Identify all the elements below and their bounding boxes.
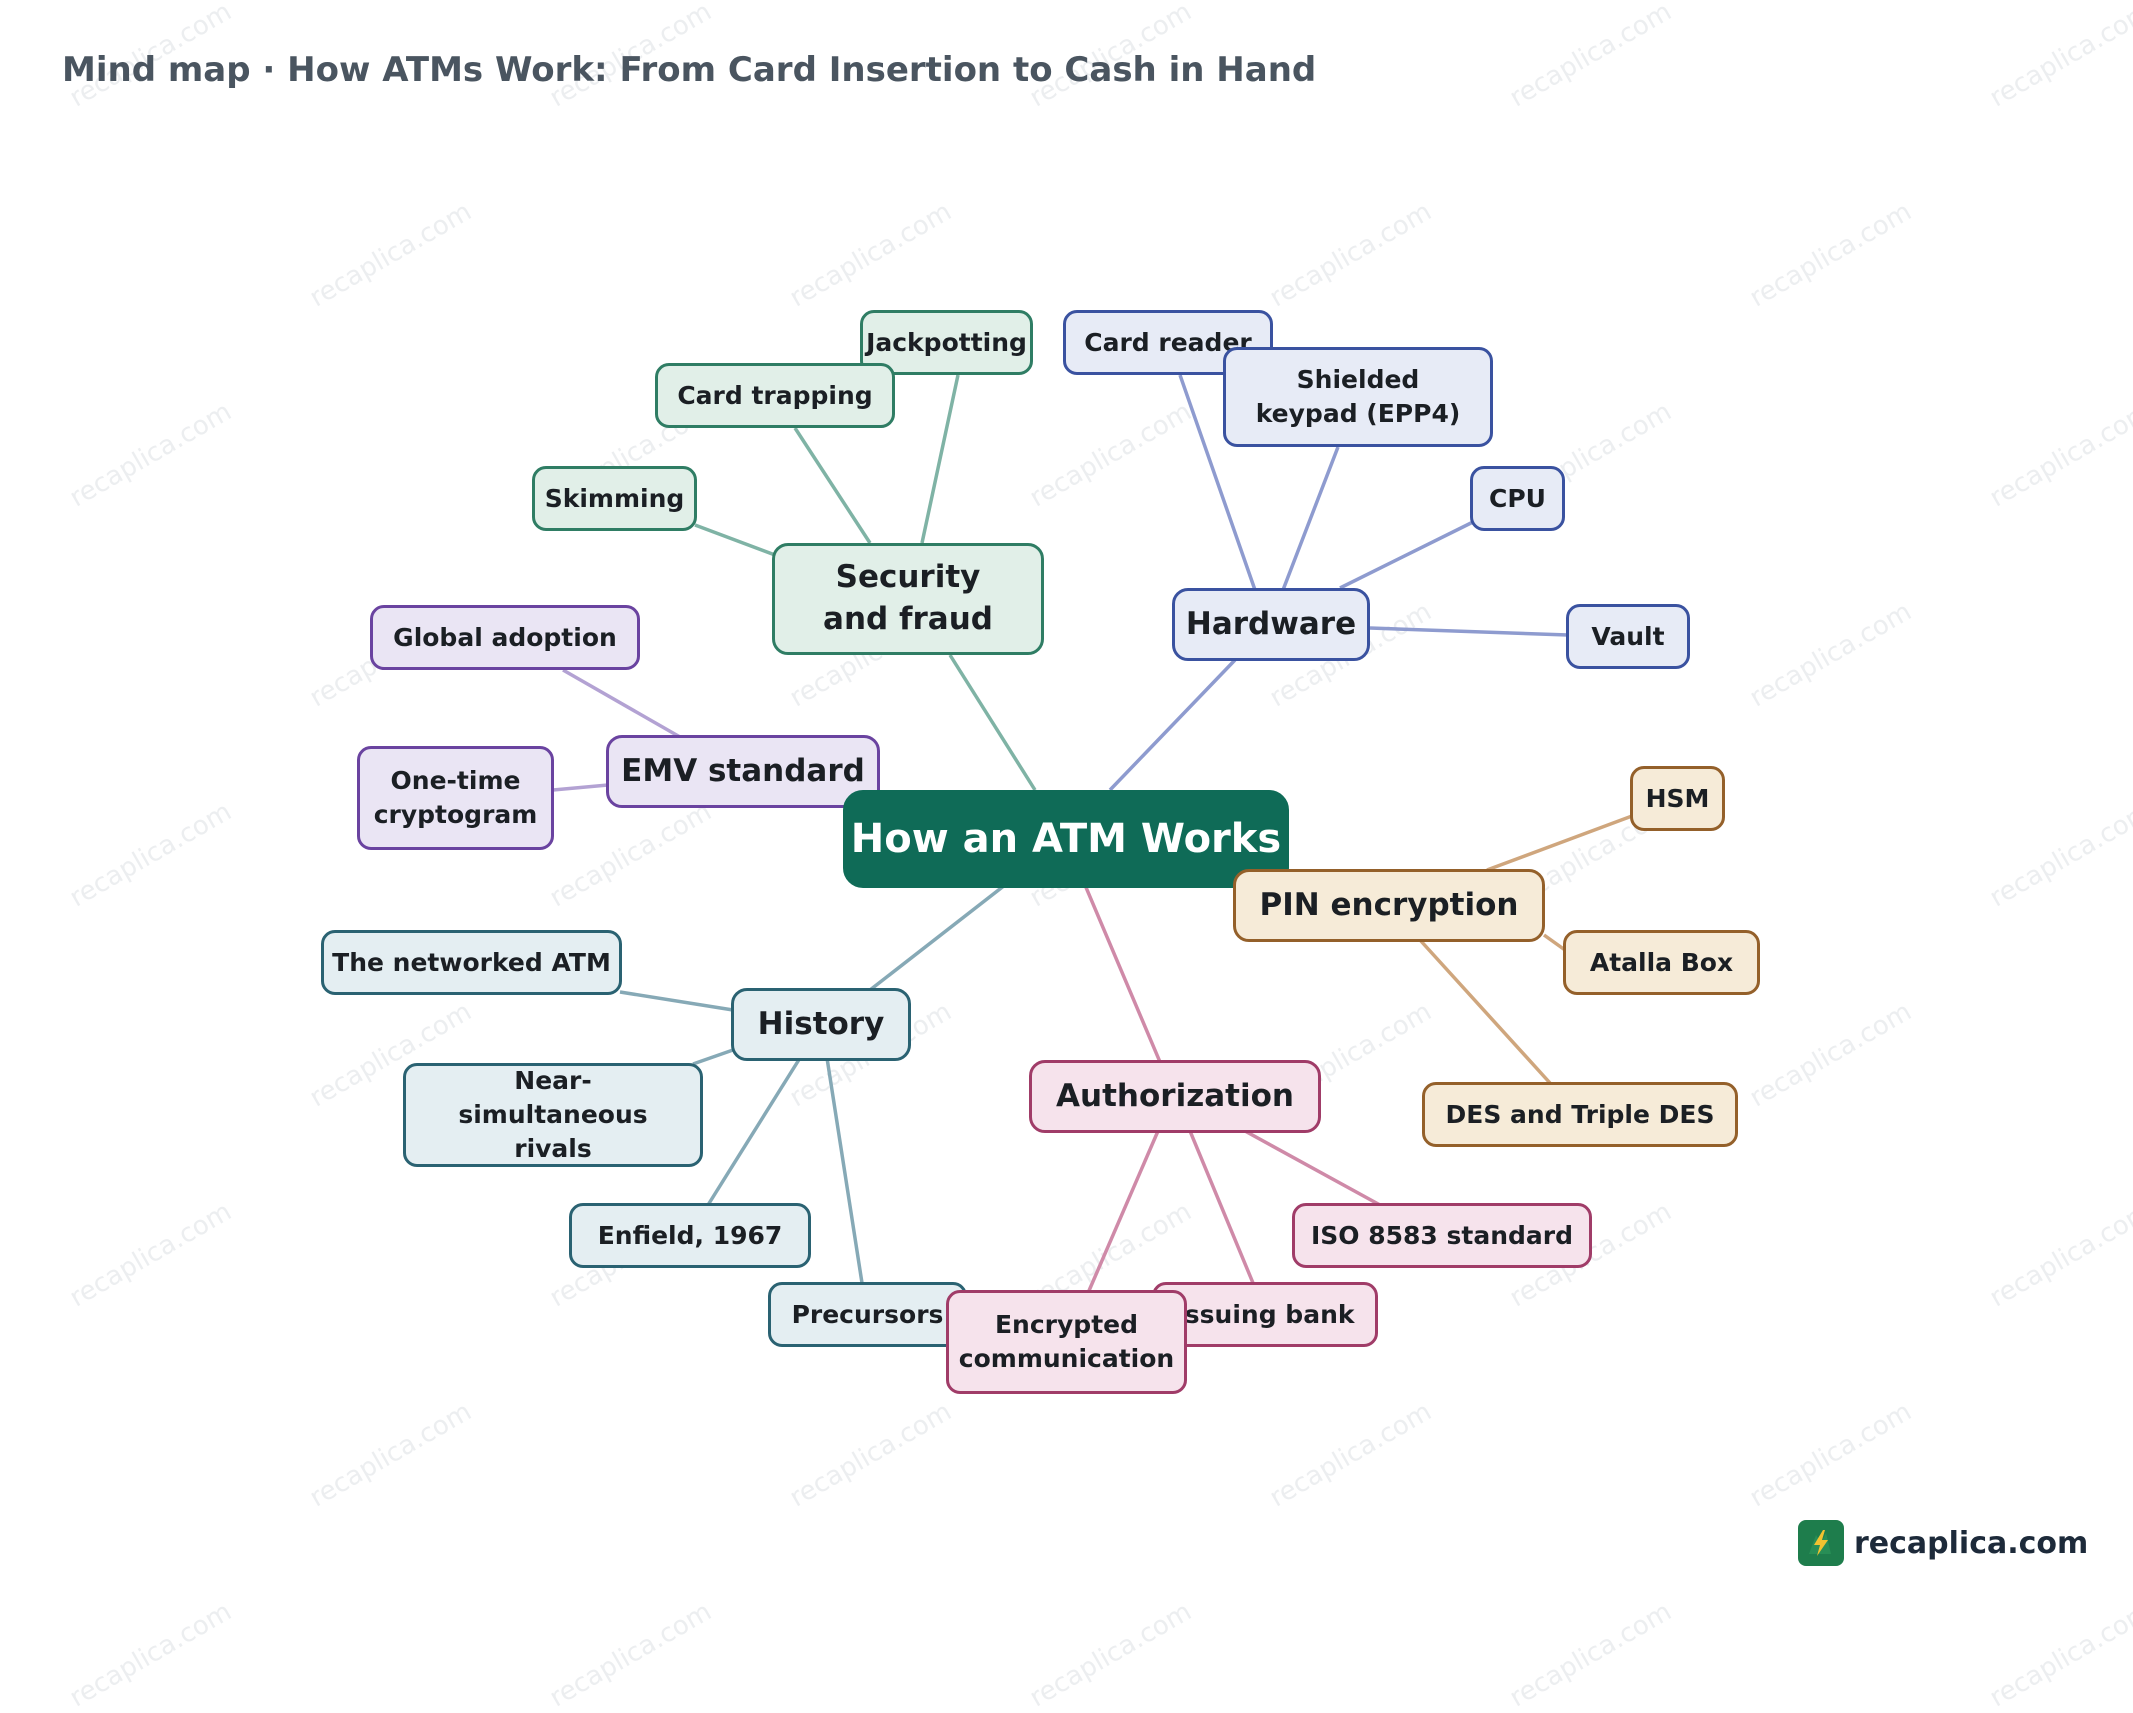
edge-hardware-keypad <box>1283 447 1338 590</box>
edge-auth-encrypted <box>1088 1131 1158 1293</box>
node-encrypted-communication: Encrypted communication <box>946 1290 1187 1394</box>
node-hsm: HSM <box>1630 766 1725 831</box>
node-precursors: Precursors <box>768 1282 967 1347</box>
edge-history-precursors <box>827 1058 862 1283</box>
edge-pin-hsm <box>1487 816 1632 870</box>
node-atalla-box: Atalla Box <box>1563 930 1760 995</box>
edge-root-hardware <box>1110 660 1235 790</box>
node-emv-standard: EMV standard <box>606 735 880 808</box>
edge-emv-cryptogram <box>553 785 608 790</box>
node-hardware: Hardware <box>1172 588 1370 661</box>
watermark-text: recaplica.com <box>65 1597 237 1713</box>
edge-history-networked <box>620 992 733 1010</box>
edge-root-authorization <box>1085 885 1160 1062</box>
edge-security-card-trapping <box>795 428 870 543</box>
node-one-time-cryptogram: One-time cryptogram <box>357 746 554 850</box>
brand-text: recaplica.com <box>1854 1526 2088 1561</box>
node-networked-atm: The networked ATM <box>321 930 622 995</box>
node-card-trapping: Card trapping <box>655 363 895 428</box>
node-history: History <box>731 988 911 1061</box>
edge-history-rivals <box>693 1050 733 1064</box>
node-near-simultaneous-rivals: Near-simultaneous rivals <box>403 1063 703 1167</box>
node-enfield-1967: Enfield, 1967 <box>569 1203 811 1268</box>
node-iso-8583: ISO 8583 standard <box>1292 1203 1592 1268</box>
node-vault: Vault <box>1566 604 1690 669</box>
node-global-adoption: Global adoption <box>370 605 640 670</box>
watermark-text: recaplica.com <box>1025 1597 1197 1713</box>
node-shielded-keypad: Shielded keypad (EPP4) <box>1223 347 1493 447</box>
node-pin-encryption: PIN encryption <box>1233 869 1545 942</box>
edge-root-security <box>950 655 1035 790</box>
node-security-and-fraud: Security and fraud <box>772 543 1044 655</box>
edge-security-jackpotting <box>922 375 958 543</box>
brand-logo-link[interactable]: recaplica.com <box>1798 1520 2088 1566</box>
edge-history-enfield <box>708 1058 800 1205</box>
edge-pin-atalla <box>1544 935 1565 950</box>
node-authorization: Authorization <box>1029 1060 1321 1133</box>
node-root: How an ATM Works <box>843 790 1289 888</box>
watermark-text: recaplica.com <box>545 1597 717 1713</box>
node-cpu: CPU <box>1470 466 1565 531</box>
edge-emv-global-adoption <box>563 670 680 737</box>
lightning-bolt-icon <box>1798 1520 1844 1566</box>
edge-auth-issuing <box>1190 1131 1253 1283</box>
edge-pin-des <box>1420 940 1550 1083</box>
watermark-text: recaplica.com <box>1505 1597 1677 1713</box>
node-des-triple-des: DES and Triple DES <box>1422 1082 1738 1147</box>
edge-hardware-vault <box>1370 628 1568 635</box>
watermark-text: recaplica.com <box>1985 1597 2133 1713</box>
edge-root-history <box>870 885 1005 990</box>
edge-hardware-cpu <box>1340 522 1473 588</box>
edge-security-skimming <box>695 525 775 555</box>
edge-auth-iso <box>1245 1131 1380 1205</box>
node-skimming: Skimming <box>532 466 697 531</box>
